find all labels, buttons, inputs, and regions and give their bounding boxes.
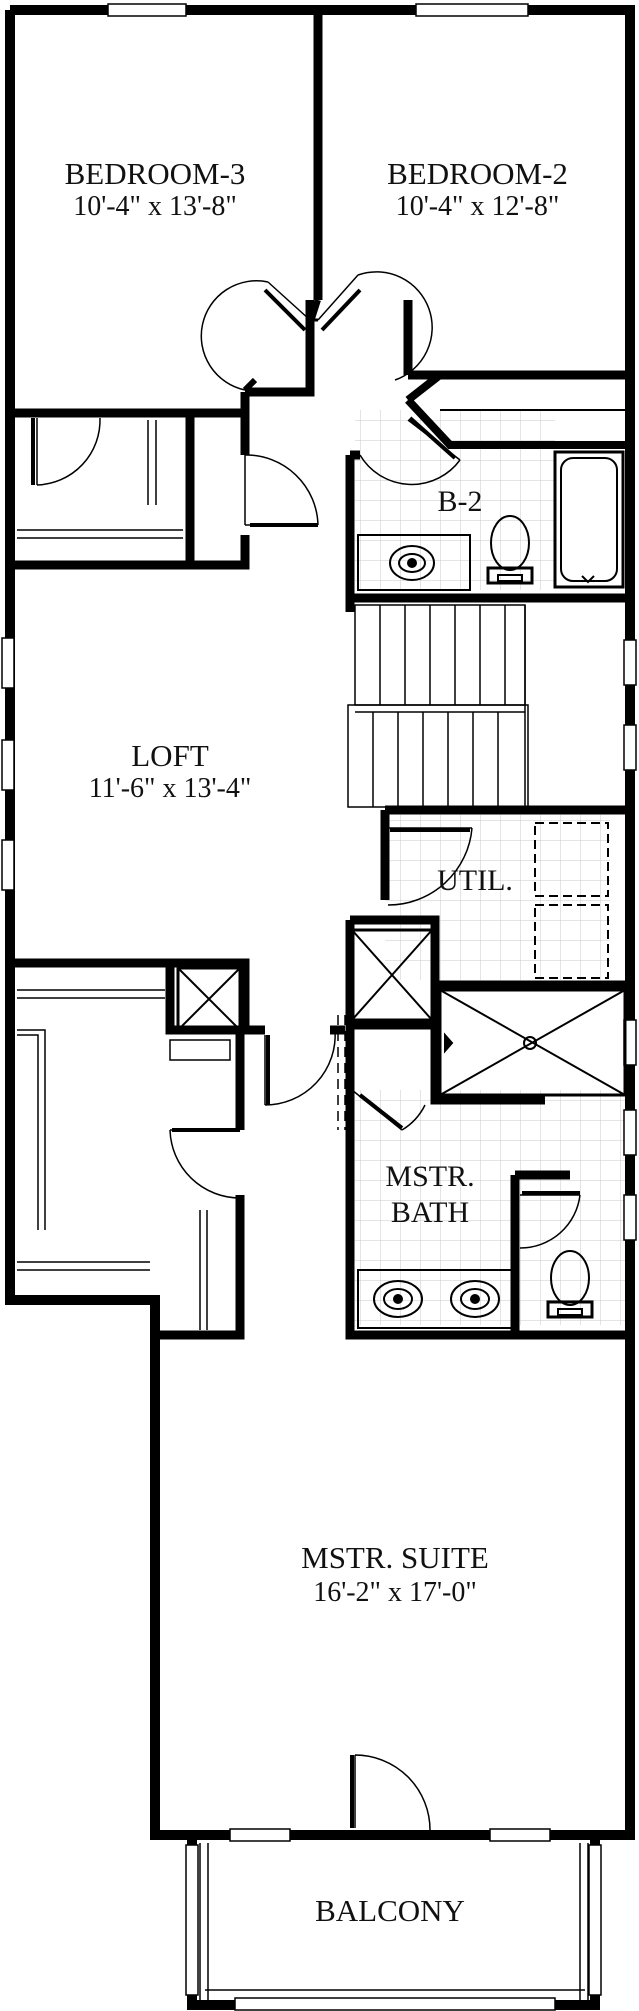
mstr-suite-name: MSTR. SUITE <box>301 1540 489 1575</box>
bedroom-2-label: BEDROOM-2 10'-4" x 12'-8" <box>335 158 620 221</box>
util-label: UTIL. <box>437 864 513 897</box>
loft-label: LOFT 11'-6" x 13'-4" <box>35 740 305 803</box>
windows <box>1 3 637 2011</box>
bedroom-3-dims: 10'-4" x 13'-8" <box>73 191 237 222</box>
bath-2-label: B-2 <box>437 485 483 518</box>
mstr-bath-label: MSTR. BATH <box>355 1162 505 1228</box>
bedroom-3-name: BEDROOM-3 <box>64 156 246 191</box>
mstr-suite-dims: 16'-2" x 17'-0" <box>313 1577 477 1608</box>
staircase <box>347 604 529 808</box>
angled-walls <box>242 299 630 449</box>
loft-dims: 11'-6" x 13'-4" <box>88 773 252 804</box>
bedroom-2-dims: 10'-4" x 12'-8" <box>395 191 560 222</box>
balcony-railing <box>199 1843 589 2000</box>
mstr-suite-label: MSTR. SUITE 16'-2" x 17'-0" <box>230 1542 560 1607</box>
mstr-bath-line1: MSTR. <box>385 1160 475 1193</box>
mstr-bath-line2: BATH <box>390 1196 470 1229</box>
doors <box>31 271 581 1831</box>
exterior-walls <box>5 5 635 2010</box>
bedroom-3-label: BEDROOM-3 10'-4" x 13'-8" <box>20 158 290 221</box>
closet-shelves <box>17 420 346 1330</box>
loft-name: LOFT <box>131 738 209 773</box>
balcony-label: BALCONY <box>315 1893 465 1928</box>
fixtures <box>176 450 627 1329</box>
bedroom-2-name: BEDROOM-2 <box>387 156 568 191</box>
